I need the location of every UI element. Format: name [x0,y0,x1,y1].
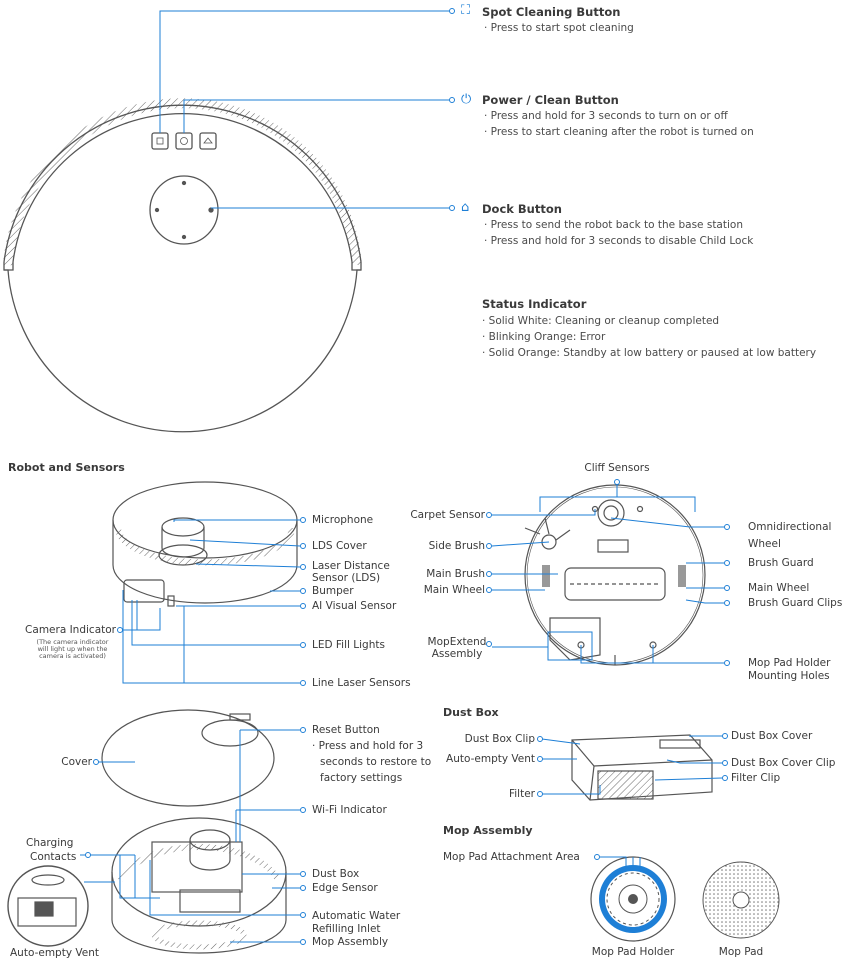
label-edge: Edge Sensor [312,882,378,894]
label-dust-box-clip: Dust Box Clip [464,733,535,745]
dust-box-callouts [537,733,728,797]
robot-top-view [3,98,362,433]
spot-cleaning-icon: ⛶ [461,3,471,18]
status-line-2: · Blinking Orange: Error [482,331,606,343]
label-mop-assembly: Mop Assembly [312,936,389,948]
mop-illustration [590,856,780,942]
spot-title: Spot Cleaning Button [482,5,621,19]
dock-title: Dock Button [482,202,562,216]
camera-note-1: (The camera indicator [36,638,109,646]
label-reset: Reset Button [312,724,380,736]
label-charging-2: Contacts [30,851,77,863]
label-filter: Filter [508,788,535,800]
label-mop-attachment: Mop Pad Attachment Area [443,851,580,863]
label-line-laser: Line Laser Sensors [312,677,411,689]
reset-line-2: seconds to restore to [320,756,432,768]
section-mop-assembly: Mop Assembly [443,824,533,837]
mop-callouts [594,854,641,869]
label-camera-indicator: Camera Indicator [25,624,116,636]
power-title: Power / Clean Button [482,93,619,107]
label-mop-holes-2: Mounting Holes [748,670,830,682]
top-callout-lines [159,8,455,211]
label-main-wheel-right: Main Wheel [748,582,810,594]
power-icon: ⏻ [461,92,472,107]
label-cover: Cover [61,756,92,768]
spot-line-1: · Press to start spot cleaning [484,22,634,34]
bottom-view-callouts [486,479,730,666]
label-brush-guard: Brush Guard [748,557,814,569]
exploded-callouts [80,727,306,945]
label-brush-guard-clips: Brush Guard Clips [748,597,843,609]
reset-line-1: · Press and hold for 3 [312,740,424,752]
label-main-brush: Main Brush [426,568,485,580]
status-line-1: · Solid White: Cleaning or cleanup compl… [482,315,720,327]
label-dust-cover: Dust Box Cover [731,730,813,742]
label-omni-1: Omnidirectional [748,521,832,533]
label-omni-2: Wheel [748,538,781,550]
label-mopextend-1: MopExtend [427,636,487,648]
label-mop-pad: Mop Pad [718,946,764,958]
label-filter-clip: Filter Clip [731,772,781,784]
label-water-2: Refilling Inlet [312,923,381,935]
label-dust-vent: Auto-empty Vent [446,753,535,765]
label-lds-2: Sensor (LDS) [312,572,381,584]
exploded-view [7,709,287,954]
label-led: LED Fill Lights [312,639,385,651]
camera-note-2: will light up when the [37,645,108,653]
reset-line-3: factory settings [320,772,403,784]
label-lds-1: Laser Distance [312,560,390,572]
status-title: Status Indicator [482,297,587,311]
dock-line-1: · Press to send the robot back to the ba… [484,219,743,231]
label-charging-1: Charging [26,837,74,849]
label-auto-vent: Auto-empty Vent [10,947,99,959]
dust-box-illustration [571,734,713,801]
status-line-3: · Solid Orange: Standby at low battery o… [482,347,817,359]
section-robot-sensors: Robot and Sensors [8,461,125,474]
robot-bottom-view [524,484,706,666]
label-lds-cover: LDS Cover [312,540,367,552]
label-water-1: Automatic Water [312,910,401,922]
home-icon: ⌂ [461,200,470,215]
label-bumper: Bumper [312,585,354,597]
label-side-brush: Side Brush [428,540,485,552]
label-wifi: Wi-Fi Indicator [312,804,387,816]
label-mop-holes-1: Mop Pad Holder [748,657,831,669]
label-carpet: Carpet Sensor [410,509,485,521]
label-mopextend-2: Assembly [431,648,483,660]
dock-line-2: · Press and hold for 3 seconds to disabl… [484,235,754,247]
camera-note-3: camera is activated) [39,652,106,660]
power-line-1: · Press and hold for 3 seconds to turn o… [484,110,728,122]
label-ai-sensor: AI Visual Sensor [312,600,397,612]
robot-perspective [112,481,298,607]
label-mop-holder: Mop Pad Holder [591,946,675,958]
label-main-wheel-left: Main Wheel [423,584,485,596]
label-dust-cover-clip: Dust Box Cover Clip [731,757,836,769]
section-dust-box: Dust Box [443,706,499,719]
power-line-2: · Press to start cleaning after the robo… [484,126,754,138]
label-microphone: Microphone [312,514,374,526]
robot-sensors-callouts [117,517,306,686]
label-dust-box: Dust Box [312,868,360,880]
label-cliff: Cliff Sensors [584,462,650,474]
